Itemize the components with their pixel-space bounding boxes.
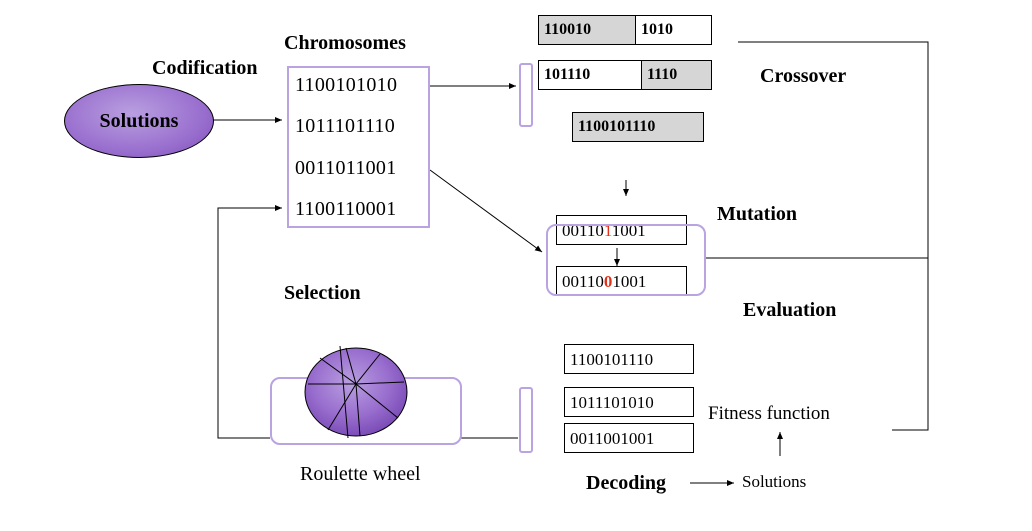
parent-1-head: 110010: [539, 16, 635, 44]
mutation-label: Mutation: [717, 203, 797, 225]
chromosome-row: 1100110001: [295, 198, 397, 220]
evaluation-item: 1011101010: [564, 387, 694, 417]
fitness-function-label: Fitness function: [708, 403, 830, 424]
mutated-bit-before: 1: [603, 221, 612, 240]
parent-1-tail: 1010: [635, 16, 711, 44]
decoding-label: Decoding: [586, 472, 666, 494]
chromosome-row: 0011011001: [295, 157, 397, 179]
solutions-node-label: Solutions: [99, 109, 179, 132]
line-crossover-evaluation-loop: [738, 41, 929, 431]
chromosomes-box: 1100101010 1011101110 0011011001 1100110…: [287, 66, 430, 228]
mutation-after-prefix: 00110: [562, 272, 604, 291]
parent-2-tail: 1110: [641, 61, 711, 89]
evaluation-label: Evaluation: [743, 299, 837, 321]
mutation-frame: [546, 224, 706, 296]
crossover-parent-2: 101110 1110: [538, 60, 712, 90]
roulette-wheel-icon: [304, 345, 408, 439]
arrow-chromosomes-to-mutation: [429, 169, 543, 253]
roulette-wheel-label: Roulette wheel: [300, 463, 421, 485]
crossover-label: Crossover: [760, 65, 847, 87]
evaluation-item: 1100101110: [564, 344, 694, 374]
evaluation-item: 0011001001: [564, 423, 694, 453]
crossover-parent-1: 110010 1010: [538, 15, 712, 45]
crossover-offspring: 1100101110: [572, 112, 704, 142]
mutation-before: 0011011001: [556, 215, 687, 245]
chromosome-row: 1100101010: [295, 74, 398, 96]
arrow-roulette-to-chromosomes: [217, 205, 282, 439]
solutions-output-label: Solutions: [742, 472, 807, 491]
mutated-bit-after: 0: [603, 272, 613, 291]
chromosomes-label: Chromosomes: [284, 32, 406, 54]
solutions-node: Solutions: [64, 84, 214, 158]
chromosome-row: 1011101110: [295, 115, 396, 137]
evaluation-bracket: [519, 387, 533, 453]
codification-label: Codification: [152, 57, 258, 79]
crossover-bracket: [519, 63, 533, 127]
offspring-bits: 1100101110: [578, 118, 656, 135]
selection-label: Selection: [284, 282, 361, 304]
parent-2-head: 101110: [544, 66, 591, 83]
mutation-after-suffix: 1001: [612, 272, 647, 291]
